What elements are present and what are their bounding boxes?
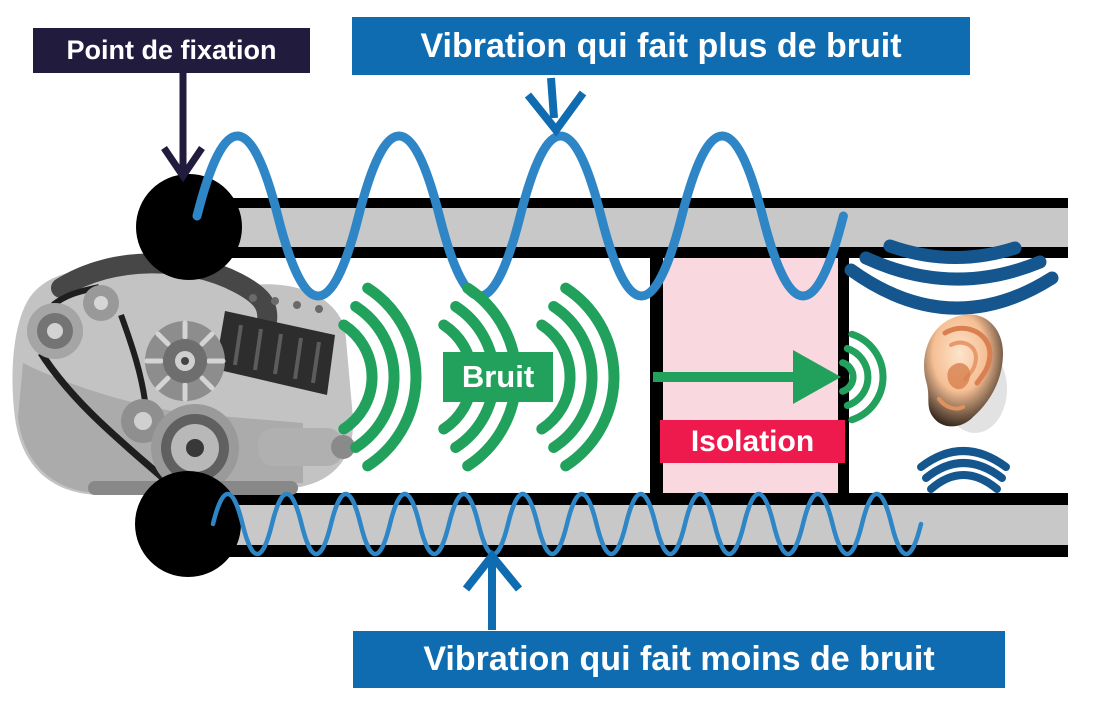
large-vibration-wave bbox=[192, 131, 848, 301]
attenuated-noise-wavefronts bbox=[839, 330, 887, 424]
noise-direction-arrow bbox=[653, 350, 841, 404]
fixation-point-dot-bottom bbox=[135, 471, 241, 577]
engine-image bbox=[12, 253, 355, 495]
noise-label: Bruit bbox=[443, 352, 553, 402]
wall-top bbox=[200, 198, 1068, 258]
ear-image bbox=[924, 314, 1007, 433]
small-vibration-wave bbox=[210, 491, 924, 557]
fixation-pointer-arrow bbox=[161, 73, 205, 183]
isolation-right-post bbox=[838, 258, 849, 493]
vibration-less-arrow bbox=[462, 549, 523, 630]
vibration-more-arrow bbox=[524, 77, 587, 137]
fixation-point-dot-top bbox=[136, 174, 242, 280]
radiated-sound-bottom bbox=[917, 447, 1010, 493]
vibration-more-banner: Vibration qui fait plus de bruit bbox=[352, 17, 970, 75]
isolation-label: Isolation bbox=[660, 420, 845, 463]
radiated-sound-top bbox=[844, 239, 1059, 315]
vibration-less-banner: Vibration qui fait moins de bruit bbox=[353, 631, 1005, 688]
fixation-point-label: Point de fixation bbox=[33, 28, 310, 73]
